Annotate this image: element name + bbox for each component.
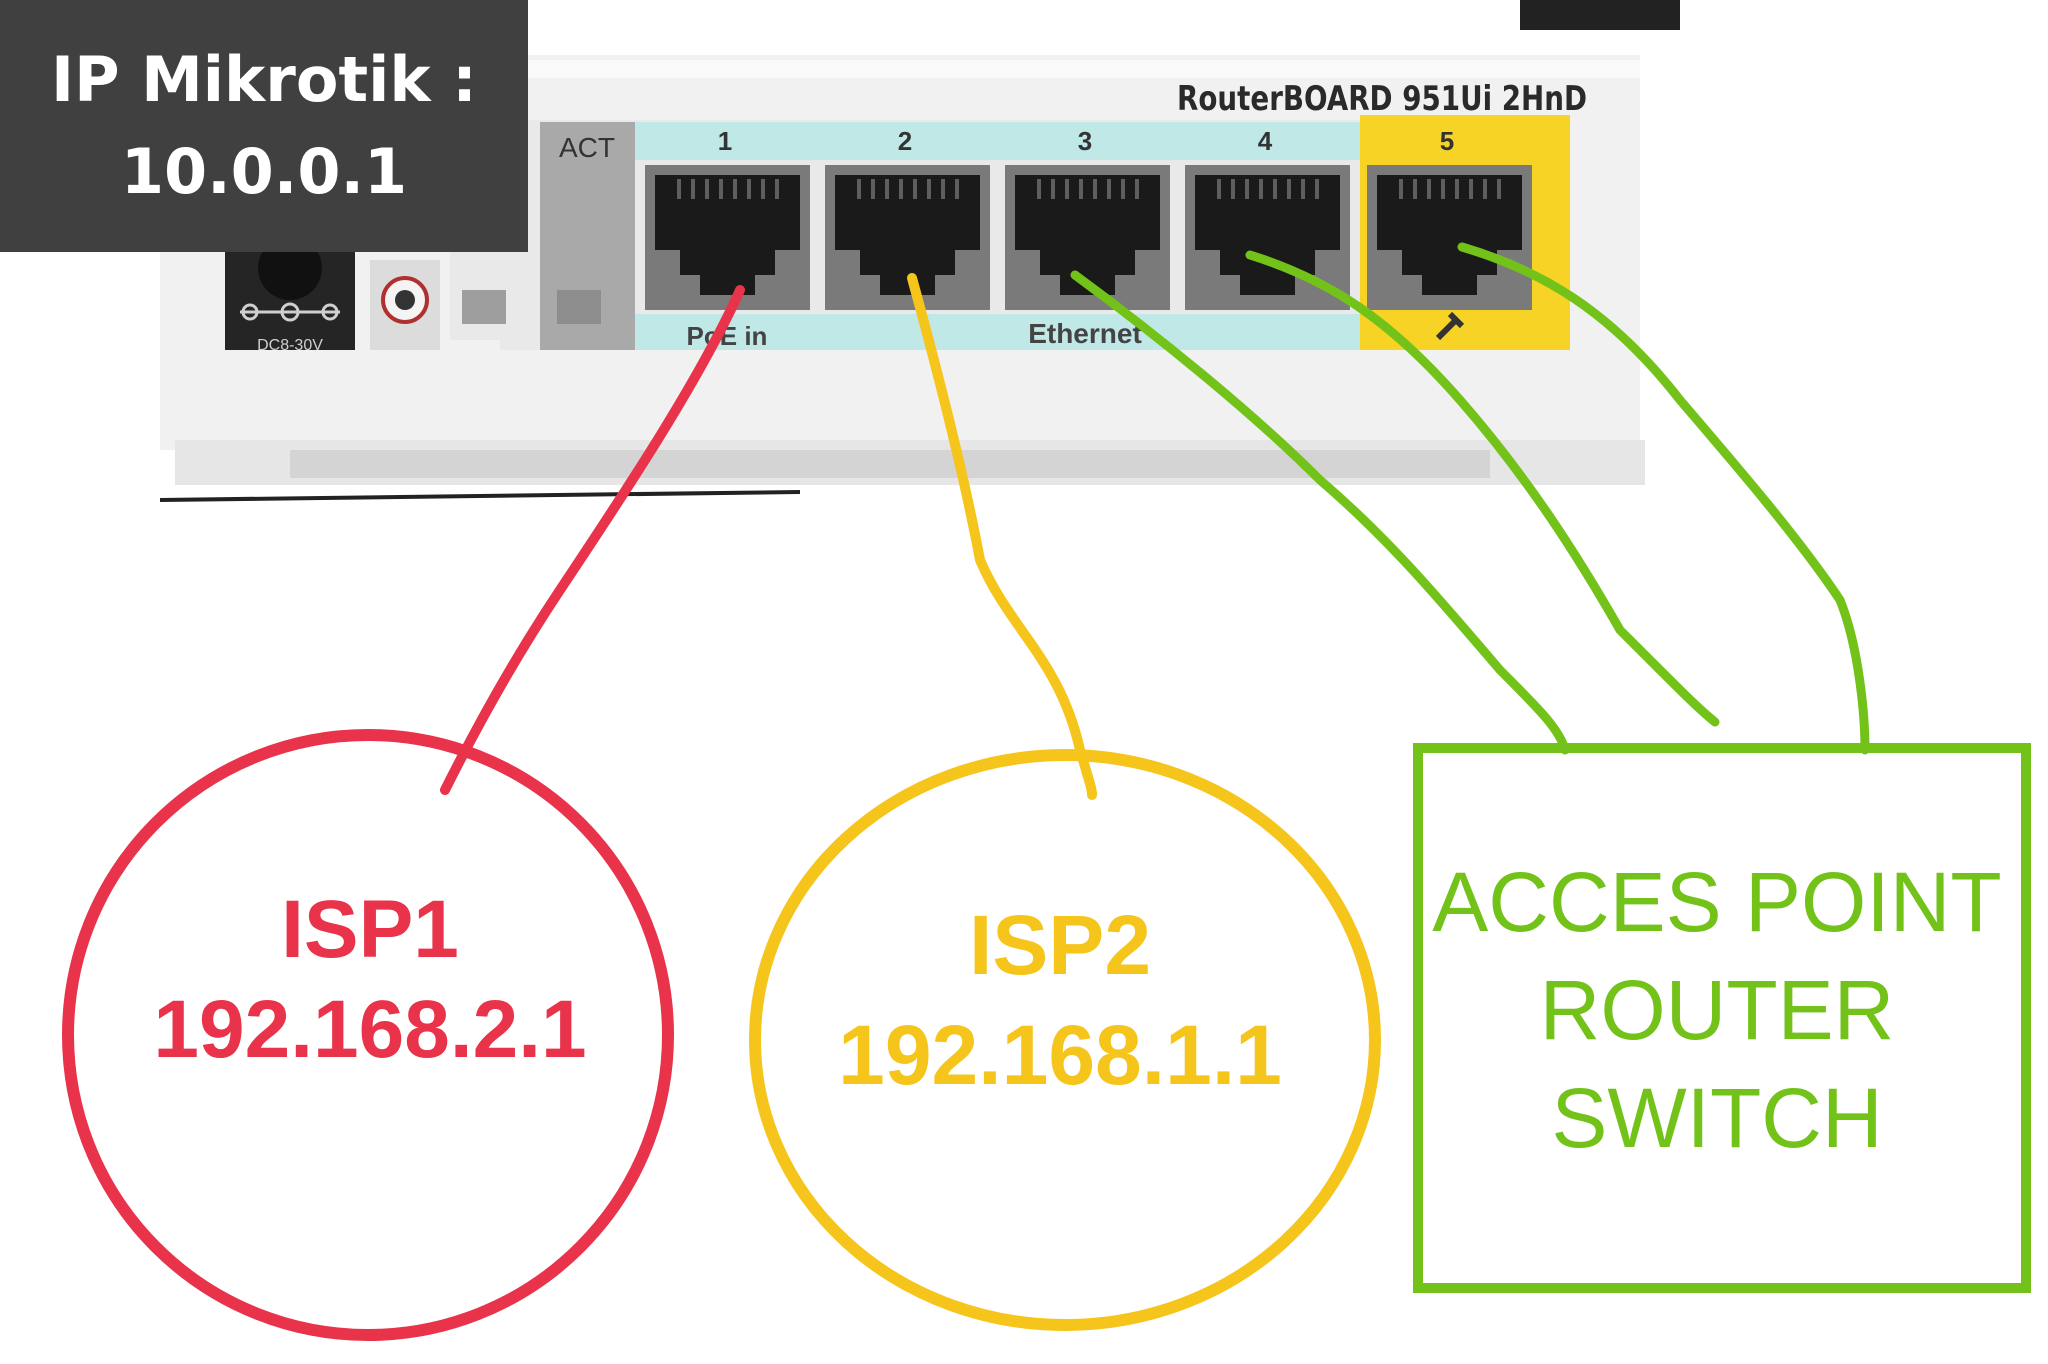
ap-label: ACCES POINT ROUTER SWITCH — [1412, 848, 2022, 1172]
isp2-label: ISP2 192.168.1.1 — [770, 890, 1350, 1110]
isp1-name: ISP1 — [281, 884, 459, 975]
isp2-ip: 192.168.1.1 — [838, 1008, 1282, 1102]
ap-line-1: ACCES POINT — [1432, 855, 2002, 949]
mikrotik-ip-value: 10.0.0.1 — [120, 135, 408, 208]
isp1-cable — [440, 285, 745, 795]
ethernet-port-1 — [645, 165, 810, 310]
ethernet-label: Ethernet — [1028, 318, 1142, 349]
isp2-cable — [907, 273, 1097, 800]
lan-cable-port4 — [1245, 250, 1720, 727]
router-device — [159, 0, 1680, 502]
router-model-label: RouterBOARD 951Ui 2HnD — [1177, 79, 1587, 119]
port-label-4: 4 — [1258, 126, 1273, 156]
lan-cable-port5 — [1457, 242, 1870, 755]
ap-line-2: ROUTER — [1539, 963, 1895, 1057]
port-label-5: 5 — [1440, 126, 1454, 156]
isp2-circle — [749, 749, 1381, 1331]
lan-cable-port3 — [1070, 270, 1570, 755]
isp1-circle — [62, 729, 674, 1341]
ap-router-switch-box — [1413, 743, 2031, 1293]
port-label-3: 3 — [1078, 126, 1092, 156]
ethernet-port-5 — [1367, 165, 1532, 310]
isp1-label: ISP1 192.168.2.1 — [110, 880, 630, 1080]
act-label: ACT — [559, 132, 615, 163]
mikrotik-ip-label: IP Mikrotik : 10.0.0.1 — [0, 0, 528, 252]
ethernet-port-2 — [825, 165, 990, 310]
port-label-2: 2 — [898, 126, 912, 156]
isp1-ip: 192.168.2.1 — [153, 984, 587, 1075]
mikrotik-ip-title: IP Mikrotik : — [51, 43, 477, 116]
wrench-icon — [1435, 311, 1465, 341]
power-label: DC8-30V — [257, 337, 323, 354]
ap-line-3: SWITCH — [1551, 1071, 1883, 1165]
port-label-1: 1 — [718, 126, 732, 156]
isp2-name: ISP2 — [968, 898, 1152, 992]
